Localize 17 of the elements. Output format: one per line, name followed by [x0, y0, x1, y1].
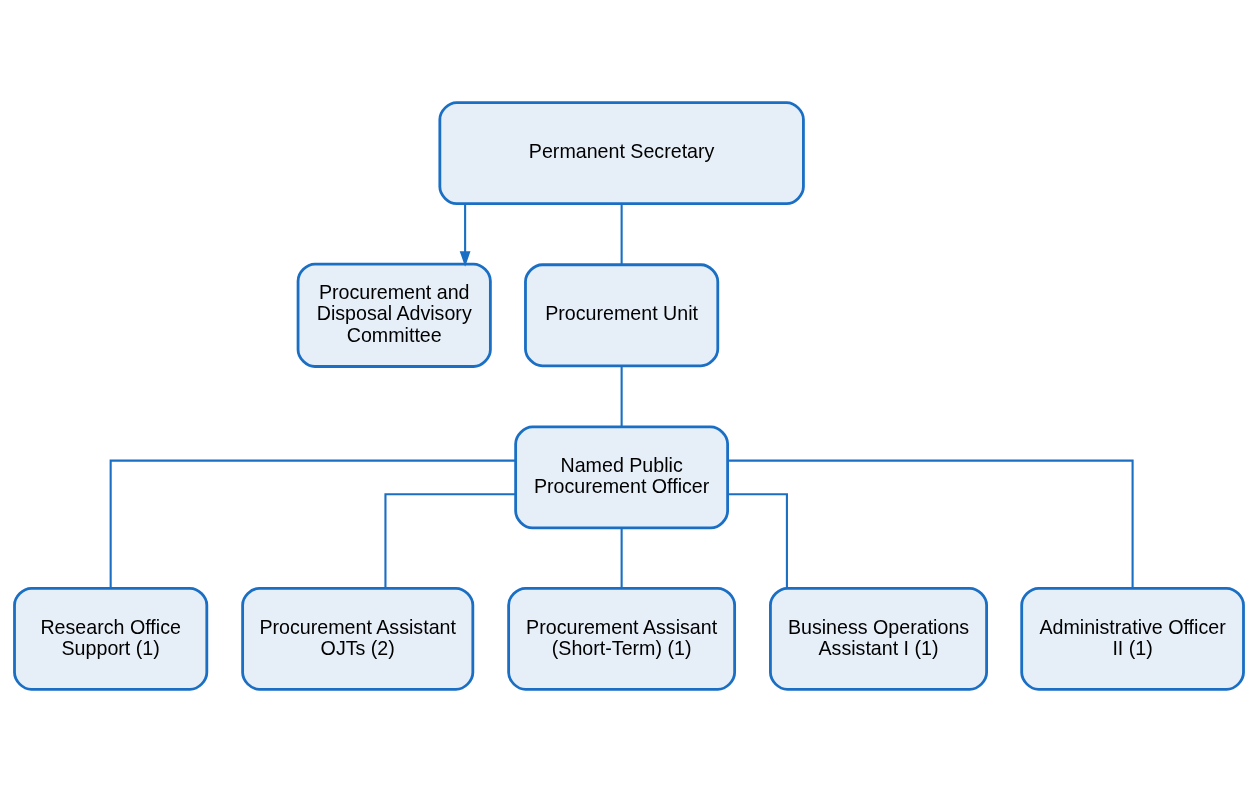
connector: [109, 459, 516, 589]
arrow: [459, 204, 471, 267]
node-box: Procurement Assisant (Short-Term) (1): [507, 586, 737, 691]
node-box: Procurement Assistant OJTs (2): [241, 586, 475, 691]
node-box: Research Office Support (1): [13, 586, 209, 691]
node-box: Business Operations Assistant I (1): [769, 586, 988, 691]
node-box: Procurement Unit: [524, 263, 720, 368]
connector: [620, 528, 623, 588]
connector: [620, 366, 623, 427]
node-box: Permanent Secretary: [438, 101, 805, 206]
node-box: Administrative Officer II (1): [1020, 586, 1245, 691]
node-box: Procurement and Disposal Advisory Committee: [296, 262, 492, 368]
connector: [728, 459, 1134, 589]
connector: [727, 493, 788, 589]
connector: [620, 204, 623, 265]
node-box: Named Public Procurement Officer: [514, 425, 729, 530]
connector: [384, 493, 516, 589]
